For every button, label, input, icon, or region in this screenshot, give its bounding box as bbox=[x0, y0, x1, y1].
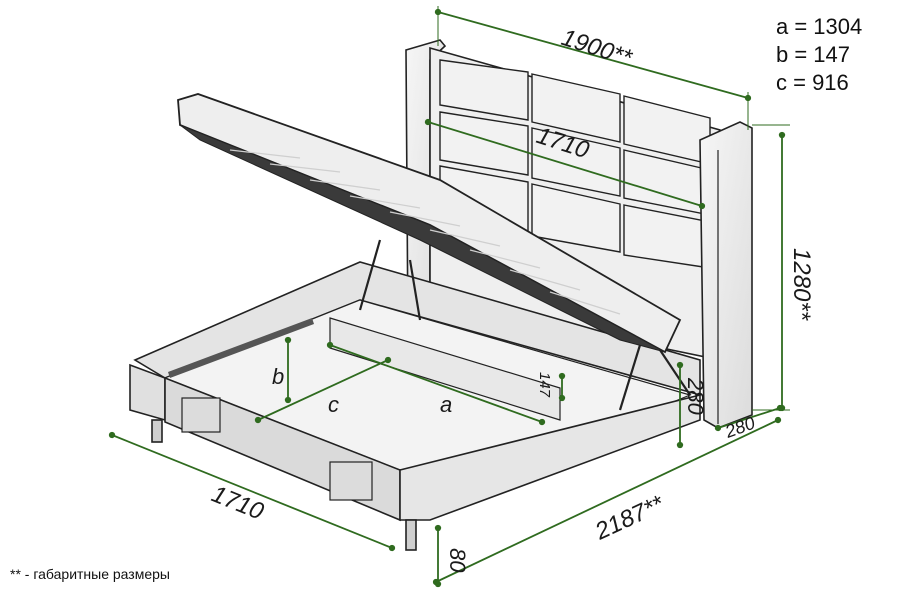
dim-label-b: b bbox=[272, 364, 284, 389]
dim-text-280-side: 280 bbox=[683, 377, 708, 415]
dim-text-1710-front: 1710 bbox=[208, 481, 268, 526]
dim-text-80: 80 bbox=[445, 548, 470, 573]
dim-text-1280: 1280** bbox=[788, 248, 815, 321]
dim-text-2187: 2187** bbox=[590, 490, 668, 546]
overall-dimensions-note: ** - габаритные размеры bbox=[10, 566, 170, 582]
dim-text-147: 147 bbox=[536, 372, 553, 398]
dim-line-1710-front bbox=[108, 431, 396, 552]
dim-text-1900: 1900** bbox=[558, 24, 636, 72]
dim-line-1900 bbox=[434, 8, 752, 102]
leg-left bbox=[151, 419, 163, 443]
dim-line-c bbox=[254, 356, 392, 424]
dim-line-1710-head bbox=[424, 118, 706, 210]
dim-label-a: a bbox=[440, 392, 452, 417]
legend-c: c = 916 bbox=[776, 70, 849, 95]
dimension-lines bbox=[108, 6, 790, 588]
legend-b: b = 147 bbox=[776, 42, 851, 67]
dim-label-c: c bbox=[328, 392, 339, 417]
lid-slats bbox=[179, 124, 666, 353]
leg-front bbox=[405, 519, 417, 551]
legend-a: a = 1304 bbox=[776, 14, 863, 39]
gas-struts bbox=[358, 239, 691, 411]
lifted-mattress-base bbox=[177, 93, 691, 411]
slat-lines bbox=[229, 149, 621, 315]
dim-line-2187 bbox=[432, 416, 782, 586]
